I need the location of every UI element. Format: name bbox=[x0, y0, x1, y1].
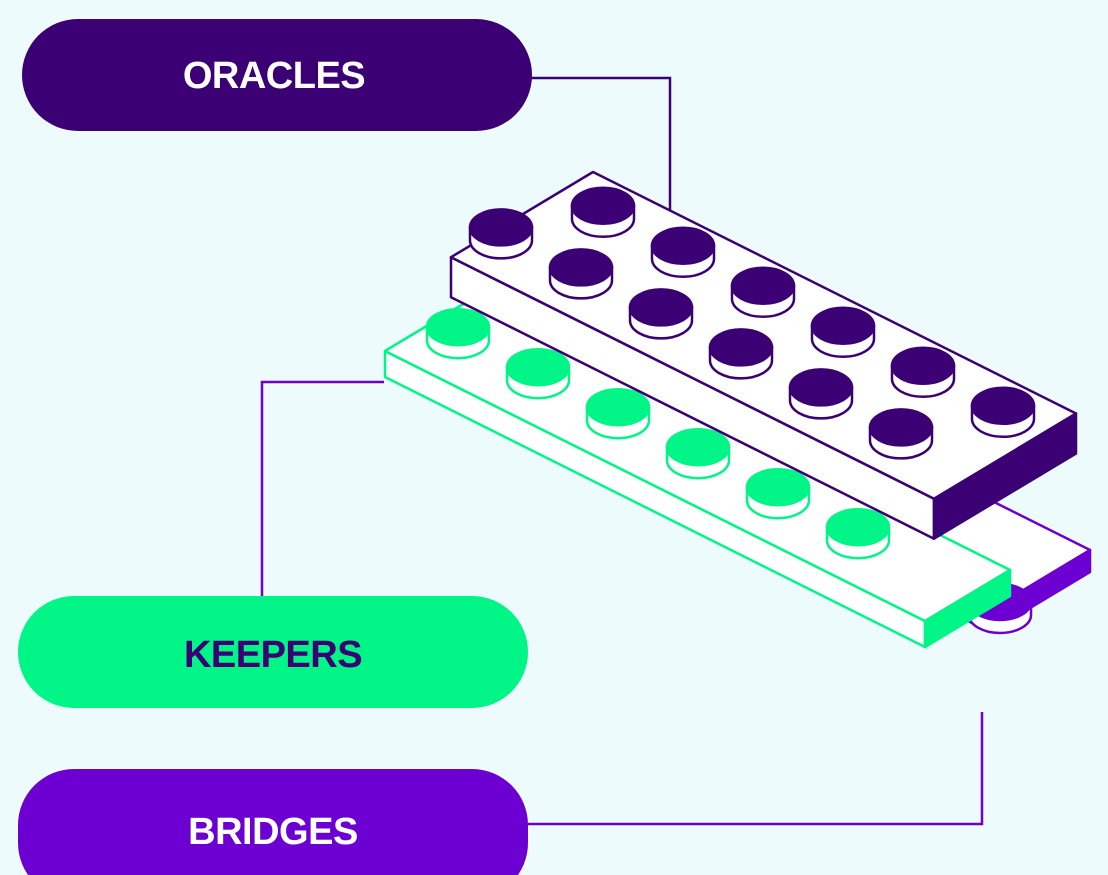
keepers-pill-background bbox=[18, 596, 528, 708]
oracles-block-stud bbox=[468, 208, 534, 260]
oracles-connector bbox=[530, 76, 672, 214]
keepers-block-stud bbox=[825, 507, 891, 560]
oracles-block-stud bbox=[890, 346, 956, 398]
bridges-label: BRIDGES bbox=[188, 811, 358, 853]
oracles-block-stud bbox=[570, 186, 636, 238]
connector-lines bbox=[260, 76, 984, 826]
keepers-block-stud bbox=[745, 467, 811, 520]
lego-blocks bbox=[383, 170, 1092, 649]
oracles-block bbox=[449, 170, 1078, 540]
bridges-connector bbox=[528, 712, 984, 826]
oracles-block-stud bbox=[628, 288, 694, 340]
oracles-block-stud bbox=[548, 248, 614, 300]
oracles-block-stud bbox=[730, 266, 796, 318]
keepers-block-stud bbox=[665, 427, 731, 480]
keepers-label-pill[interactable]: KEEPERS bbox=[18, 596, 528, 708]
oracles-label: ORACLES bbox=[183, 55, 365, 97]
oracles-block-stud bbox=[708, 328, 774, 380]
bridges-label-pill[interactable]: BRIDGES bbox=[18, 769, 528, 875]
bridges-pill-background bbox=[18, 769, 528, 875]
keepers-block-stud bbox=[425, 307, 491, 360]
oracles-pill-background bbox=[22, 19, 532, 131]
keepers-block-stud bbox=[585, 387, 651, 440]
keepers-label: KEEPERS bbox=[184, 634, 362, 676]
keepers-connector bbox=[260, 380, 384, 596]
oracles-block-stud bbox=[810, 306, 876, 358]
oracles-block-stud bbox=[788, 368, 854, 420]
oracles-block-stud bbox=[868, 408, 934, 460]
oracles-label-pill[interactable]: ORACLES bbox=[22, 19, 532, 131]
oracles-block-stud bbox=[650, 226, 716, 278]
keepers-block-stud bbox=[505, 347, 571, 400]
oracles-block-stud bbox=[970, 386, 1036, 438]
keepers-block bbox=[383, 298, 1012, 649]
